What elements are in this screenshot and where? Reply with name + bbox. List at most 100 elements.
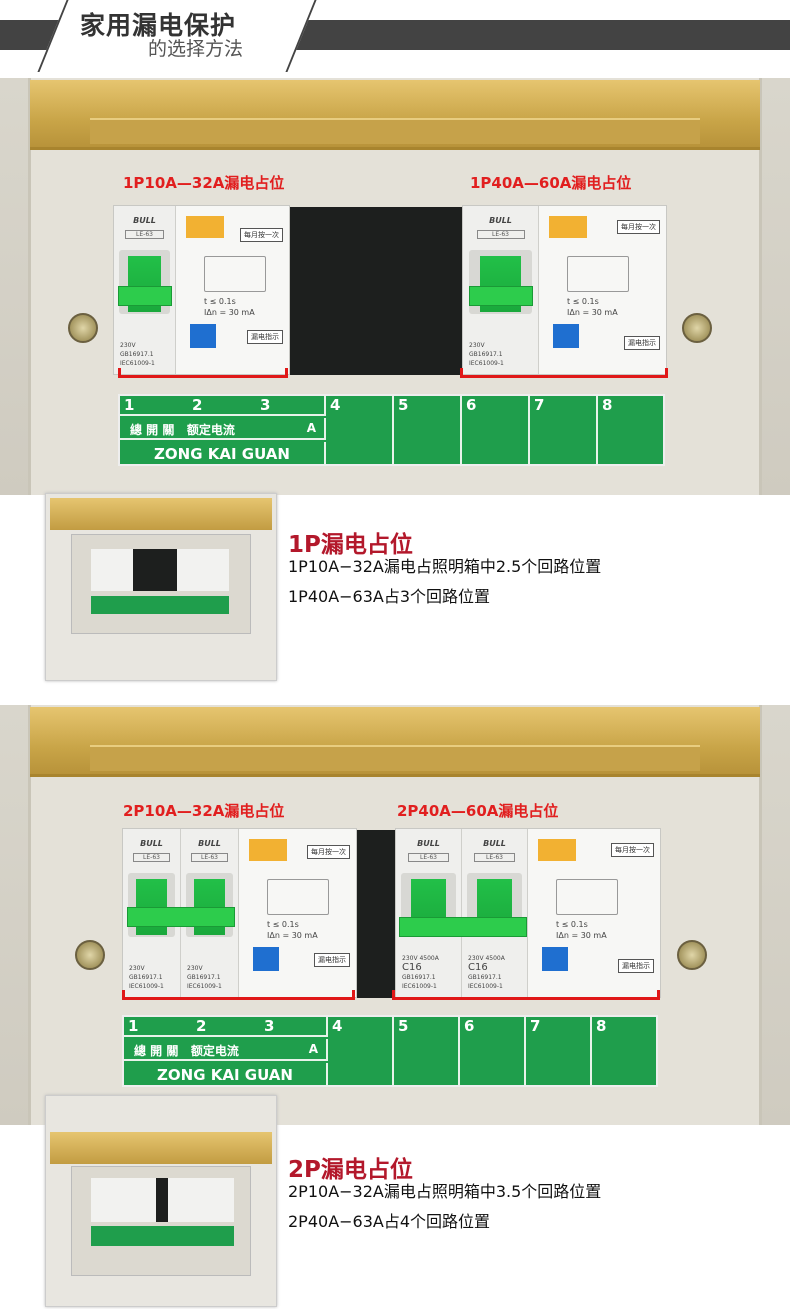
num-part: 2	[192, 396, 203, 414]
box-lid	[30, 707, 760, 777]
cell-part: 4	[326, 396, 394, 464]
element-part: IEC61009-1	[468, 983, 503, 990]
page-subtitle: 的选择方法	[148, 38, 244, 60]
model-part: LE-63	[476, 230, 525, 239]
model-part: LE-63	[133, 853, 170, 862]
element-part: IΔn = 30 mA	[556, 931, 607, 940]
span-bracket	[122, 990, 355, 1000]
num-part: 7	[534, 396, 545, 414]
lidin-part	[90, 118, 700, 144]
section-title-1p: 1P漏电占位	[288, 532, 413, 558]
overview-thumbnail-1p	[45, 493, 277, 681]
element-part: IEC61009-1	[469, 360, 504, 367]
handle-part	[399, 917, 527, 937]
element-part: GB16917.1	[129, 974, 163, 981]
element-part: 230V	[468, 955, 484, 962]
num-part: 8	[602, 396, 613, 414]
num-part: 5	[398, 396, 409, 414]
tag-part: 每月按一次	[307, 845, 350, 859]
brand-part: BULL	[133, 216, 156, 225]
brand-part: BULL	[489, 216, 512, 225]
brand-part: BULL	[198, 839, 221, 848]
element-part: t ≤ 0.1s	[204, 297, 236, 306]
tag-part: 漏电指示	[247, 330, 283, 344]
element-part: t ≤ 0.1s	[567, 297, 599, 306]
num-part: 4	[330, 396, 341, 414]
tag-part: 漏电指示	[624, 336, 660, 350]
box-lid	[30, 80, 760, 150]
screw-icon	[68, 313, 98, 343]
element-part: IEC61009-1	[402, 983, 437, 990]
tog-part	[127, 873, 176, 937]
num-part: 3	[264, 1017, 275, 1035]
cell-part: 7	[526, 1017, 592, 1085]
num-part: 3	[260, 396, 271, 414]
tag-part: 每月按一次	[611, 843, 654, 857]
diag-part	[267, 879, 329, 915]
orange-part	[249, 839, 287, 861]
element-part: t ≤ 0.1s	[556, 920, 588, 929]
handle-part	[127, 907, 235, 927]
element-part: 230V	[129, 965, 145, 972]
test-button[interactable]	[190, 324, 216, 348]
element-part: A	[308, 1042, 318, 1056]
element-part: 總 開 關	[134, 1044, 179, 1058]
cell-part: 7	[530, 396, 598, 464]
tag-part: 每月按一次	[617, 220, 660, 234]
abs-part	[50, 498, 272, 530]
blank-slot-cover	[357, 830, 395, 998]
test-button[interactable]	[553, 324, 579, 348]
screw-icon	[682, 313, 712, 343]
cell-part: ZONG KAI GUAN	[120, 442, 326, 466]
cell-part: 4	[328, 1017, 394, 1085]
num-part: 1	[128, 1017, 139, 1035]
brand-part: BULL	[483, 839, 506, 848]
cell-part: 5	[394, 396, 462, 464]
cell-part: 5	[394, 1017, 460, 1085]
test-button[interactable]	[253, 947, 279, 971]
label-small-rcd: 2P10A—32A漏电占位	[123, 802, 285, 820]
overview-thumbnail-2p	[45, 1095, 277, 1307]
element-part: 230V	[187, 965, 203, 972]
test-button[interactable]	[542, 947, 568, 971]
element-part: GB16917.1	[468, 974, 502, 981]
brand-part: BULL	[140, 839, 163, 848]
cell-part: 8	[592, 1017, 656, 1085]
element-part: 4500A	[485, 955, 505, 962]
abs-part	[91, 1178, 156, 1222]
element-part: GB16917.1	[120, 351, 154, 358]
cell-part: 8	[598, 396, 663, 464]
element-part: A	[306, 421, 316, 435]
num-part: 6	[466, 396, 477, 414]
abs-part	[50, 1132, 272, 1164]
abs-part	[133, 549, 177, 591]
span-bracket	[118, 368, 288, 378]
element-part: 總 開 關	[130, 423, 175, 437]
abs-part	[168, 1178, 234, 1222]
lidin-part	[90, 745, 700, 771]
element-part: GB16917.1	[402, 974, 436, 981]
tag-part: 漏电指示	[618, 959, 654, 973]
description-line: 2P10A−32A漏电占照明箱中3.5个回路位置	[288, 1182, 602, 1201]
abs-part	[91, 549, 133, 591]
model-part: LE-63	[473, 853, 516, 862]
element-part: IΔn = 30 mA	[204, 308, 255, 317]
cell-part: 6	[460, 1017, 526, 1085]
label-small-rcd: 1P10A—32A漏电占位	[123, 174, 285, 192]
